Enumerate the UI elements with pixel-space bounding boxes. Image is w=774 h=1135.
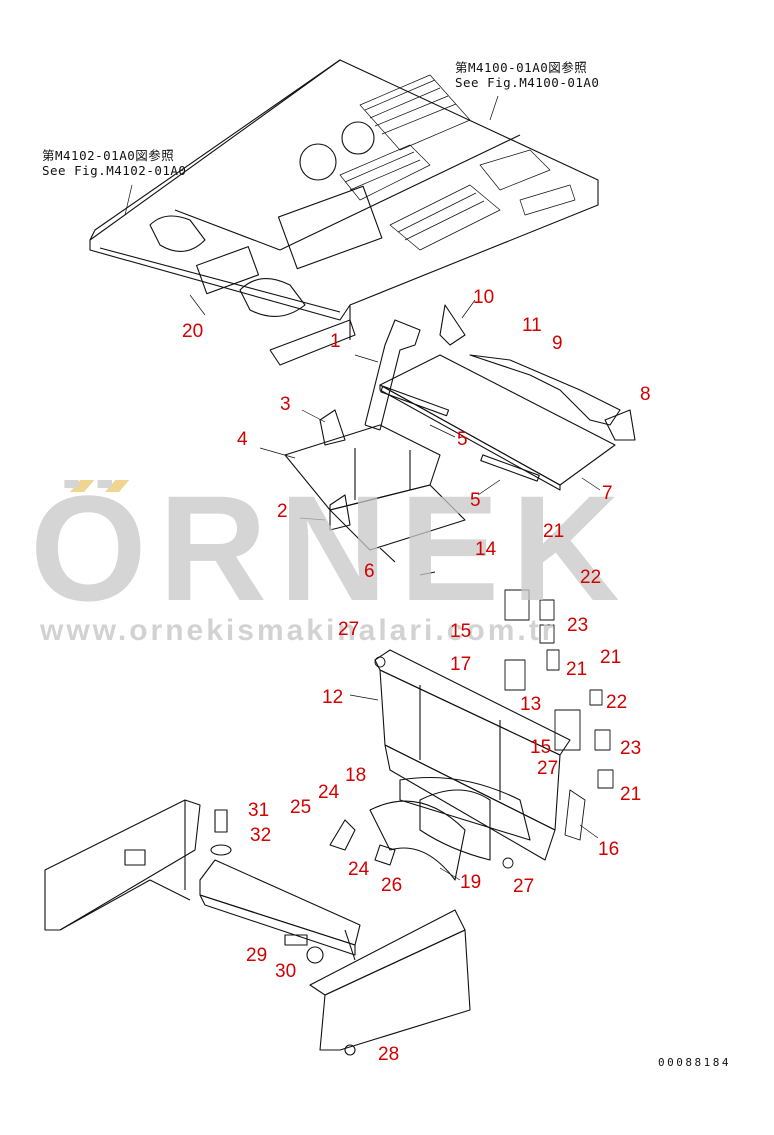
part-label: 31	[248, 800, 270, 821]
part-label: 18	[345, 765, 367, 786]
part-label: 21	[543, 521, 565, 542]
part-label: 22	[606, 692, 628, 713]
part-label: 27	[338, 619, 360, 640]
watermark: ÖRNEK	[30, 480, 632, 632]
part-label: 8	[640, 384, 651, 405]
part-label: 5	[470, 490, 481, 511]
watermark-url: www.ornekismakinalari.com.tr	[40, 614, 557, 647]
bottom-plate	[309, 909, 471, 1056]
part-label: 25	[290, 797, 312, 818]
part-label: 7	[602, 483, 613, 504]
floor-plate-right	[379, 304, 636, 491]
part-label: 27	[537, 758, 559, 779]
part-label: 24	[348, 859, 370, 880]
watermark-brand: ÖRNEK	[30, 480, 632, 632]
part-label: 16	[598, 839, 620, 860]
hood-vents	[339, 74, 576, 251]
part-label: 2	[277, 501, 288, 522]
part-label: 13	[520, 694, 542, 715]
part-label: 4	[237, 429, 248, 450]
part-label: 22	[580, 567, 602, 588]
part-label: 10	[473, 287, 495, 308]
engine-hood	[89, 59, 599, 366]
box-assembly	[284, 385, 540, 576]
part-label: 26	[381, 875, 403, 896]
side-frame-left	[44, 799, 201, 931]
part-label: 21	[620, 784, 642, 805]
part-label: 15	[530, 737, 552, 758]
part-label: 17	[450, 654, 472, 675]
part-label: 21	[566, 659, 588, 680]
part-label: 1	[330, 331, 341, 352]
part-label: 30	[275, 961, 297, 982]
part-label: 21	[600, 647, 622, 668]
part-label: 23	[620, 738, 642, 759]
part-label: 27	[513, 876, 535, 897]
small-plates	[374, 589, 614, 869]
part-label: 23	[567, 615, 589, 636]
wall-panel	[374, 649, 571, 861]
reference-note-right: 第M4100-01A0図参照 See Fig.M4100-01A0	[455, 60, 600, 90]
part-label: 12	[322, 687, 344, 708]
part-label: 24	[318, 782, 340, 803]
leader-lines	[124, 95, 601, 881]
part-label: 28	[378, 1044, 400, 1065]
part-label: 14	[475, 539, 497, 560]
drawing-number: 00088184	[658, 1056, 731, 1069]
part-label: 20	[182, 321, 204, 342]
part-label: 32	[250, 825, 272, 846]
part-label: 6	[364, 561, 375, 582]
fender	[329, 800, 466, 881]
part-label: 3	[280, 394, 291, 415]
watermark-logo: ÖRNEK	[30, 480, 632, 632]
reference-note-left: 第M4102-01A0図参照 See Fig.M4102-01A0	[42, 148, 187, 178]
part-label: 15	[450, 621, 472, 642]
part-label: 9	[552, 333, 563, 354]
part-label: 19	[460, 872, 482, 893]
part-label: 11	[522, 315, 542, 336]
part-label: 5	[457, 429, 468, 450]
bracket-frame	[364, 319, 421, 431]
part-label: 29	[246, 945, 268, 966]
lower-beam	[199, 859, 361, 961]
